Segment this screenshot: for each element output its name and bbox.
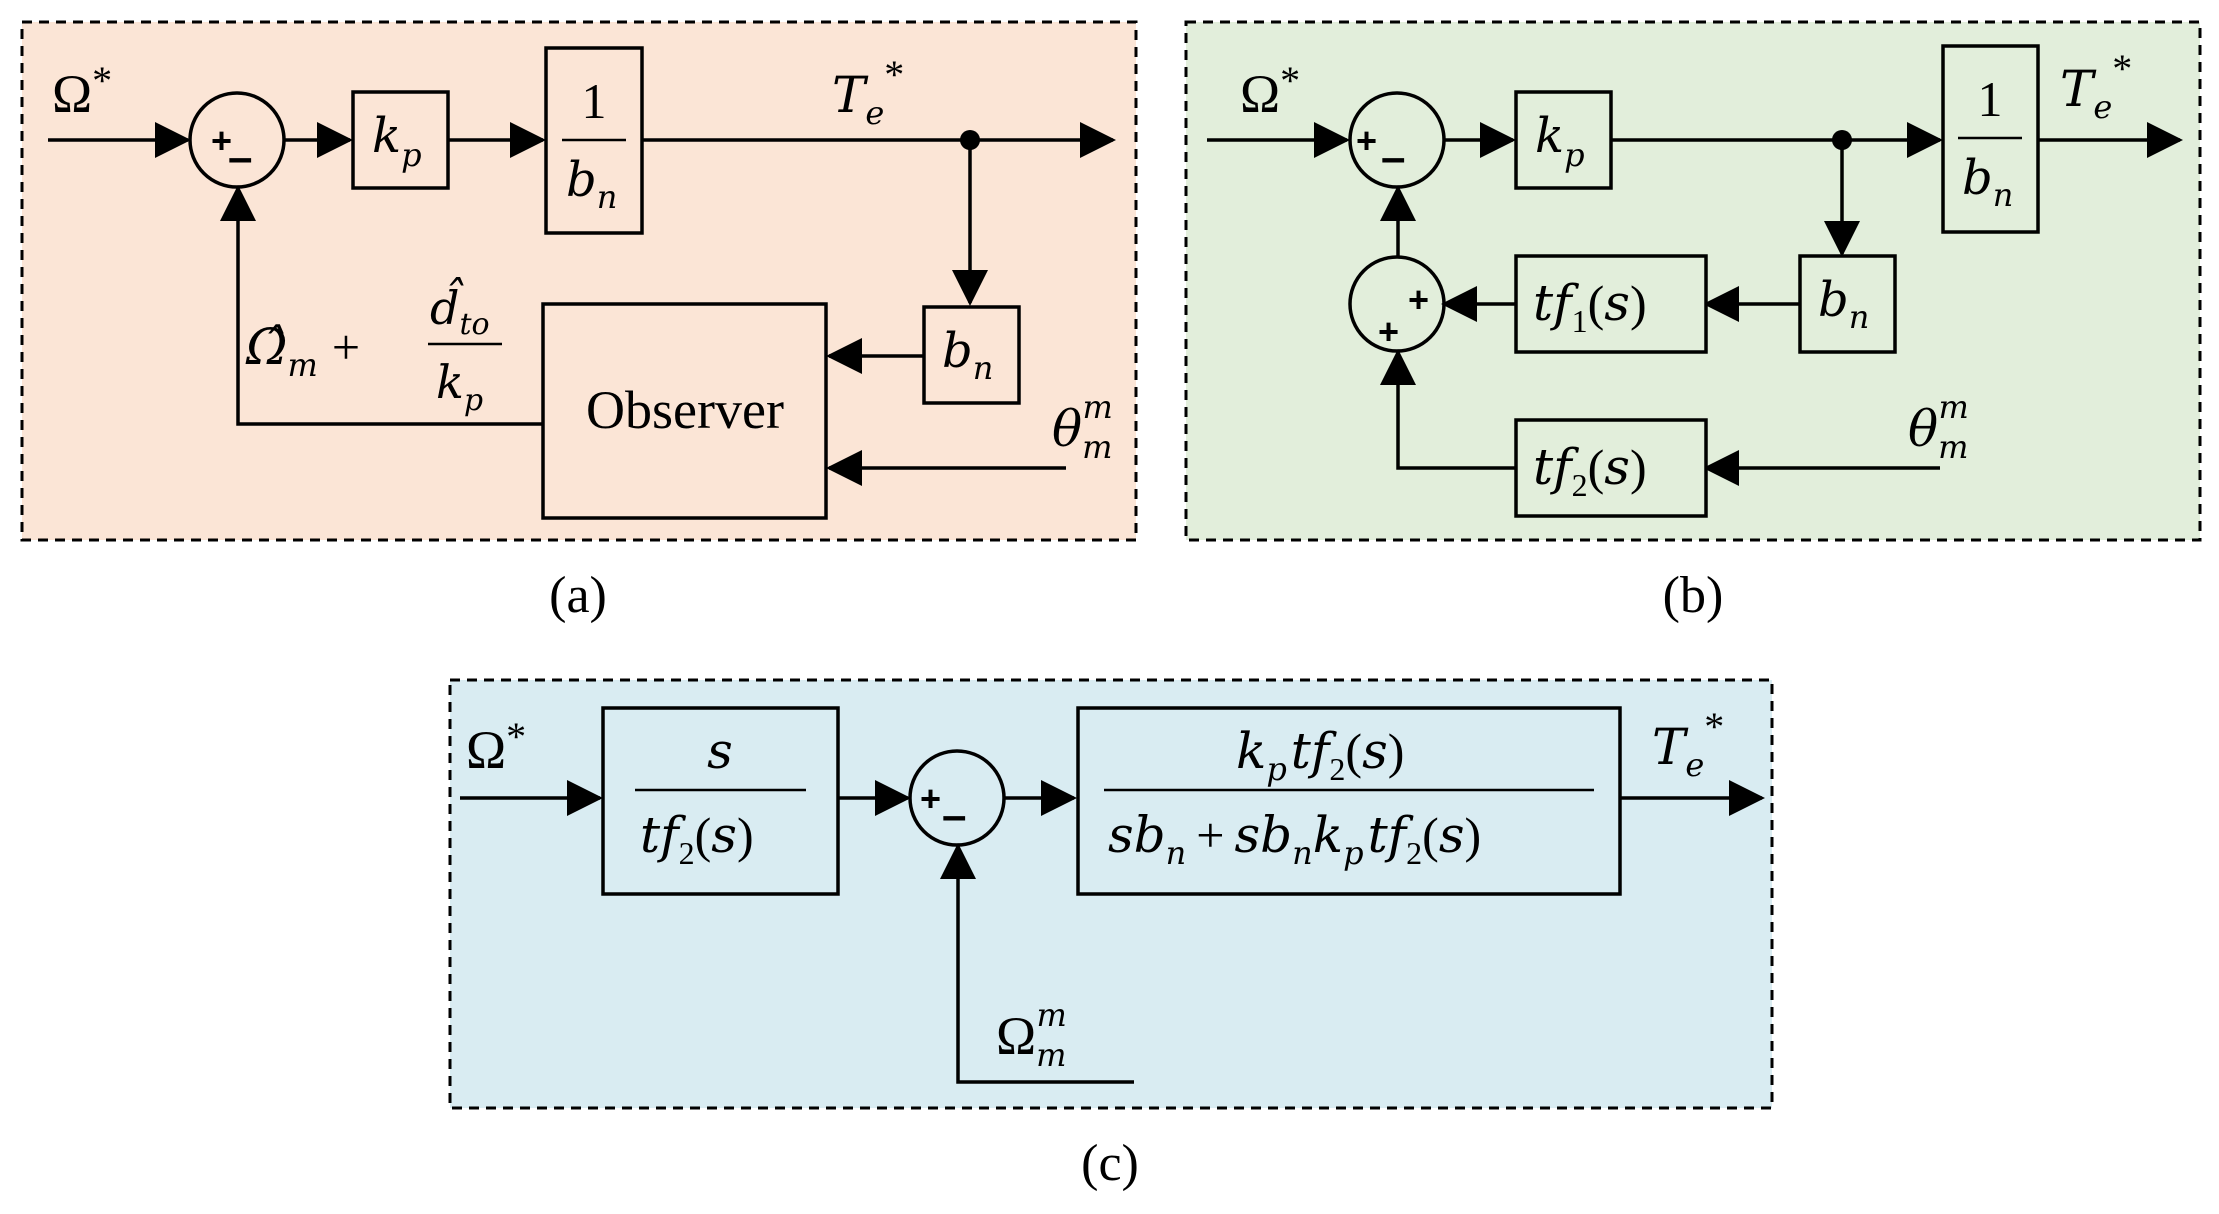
gain-a-label: kp — [372, 108, 422, 174]
tf1-block — [1514, 254, 1708, 354]
measured-angle-b: θmm — [1908, 388, 1969, 466]
observer-block — [541, 302, 828, 520]
summing-junction-b2 — [1348, 255, 1446, 353]
sum-c-minus: – — [942, 791, 966, 840]
feedback-expr-a: Ω̂m+ — [245, 318, 360, 384]
prefilter-block — [601, 706, 840, 896]
caption-a: (a) — [549, 567, 607, 624]
sum-b2-plus-right: + — [1408, 279, 1429, 320]
gain-block-b — [1514, 90, 1613, 190]
tf2-b-label: tf2(s) — [1533, 438, 1647, 503]
wire-c-feedback — [940, 843, 1134, 1084]
inv-b-bottom: bn — [1962, 150, 2013, 214]
input-label-a: Ω* — [52, 58, 112, 124]
bn-a-label: bn — [942, 323, 993, 387]
junction-a — [960, 130, 980, 150]
tf1-label: tf1(s) — [1533, 274, 1647, 339]
main-transfer-block — [1076, 706, 1622, 896]
bn-block-b — [1798, 254, 1897, 354]
sum-c-plus: + — [920, 778, 941, 819]
panel-a: + – kp 1 bn Te* bn Observer Ω* θmm Ω̂m+ … — [20, 20, 1138, 542]
panel-b: + – + + kp 1 bn Te* bn tf1(s) tf2(s) Ω* … — [1184, 20, 2202, 542]
output-label-a: Te* — [832, 52, 904, 132]
feedback-num-a: d̂to — [430, 276, 490, 342]
sum-a-minus: – — [228, 133, 252, 182]
main-num: kptf2(s) — [1236, 722, 1404, 788]
measured-angle-a: θmm — [1052, 388, 1113, 466]
sum-b2-plus-bottom: + — [1378, 311, 1399, 352]
panel-c: + – s tf2(s) kptf2(s) sbn+sbnkptf2(s) Te… — [448, 678, 1774, 1110]
output-label-b: Te* — [2060, 46, 2132, 126]
sum-a-plus: + — [211, 120, 232, 161]
summing-junction-a — [188, 91, 286, 189]
gain-block-a — [351, 90, 450, 190]
observer-label: Observer — [586, 380, 784, 440]
sum-b1-minus: – — [1381, 133, 1405, 182]
inv-a-bottom: bn — [566, 152, 617, 216]
feedback-den-a: kp — [436, 355, 483, 418]
inv-a-top: 1 — [582, 73, 607, 129]
inv-b-top: 1 — [1978, 71, 2003, 127]
tf2-block-b — [1514, 418, 1708, 518]
wire-a-feedback — [220, 185, 543, 426]
summing-junction-b1 — [1348, 91, 1446, 189]
main-den: sbn+sbnkptf2(s) — [1108, 806, 1481, 872]
caption-c: (c) — [1081, 1135, 1139, 1192]
input-label-b: Ω* — [1240, 58, 1300, 124]
gain-b-label: kp — [1535, 108, 1585, 174]
bn-block-a — [922, 305, 1021, 405]
prefilter-num: s — [707, 722, 733, 780]
bn-b-label: bn — [1818, 272, 1869, 336]
output-label-c: Te* — [1652, 704, 1724, 784]
prefilter-den: tf2(s) — [640, 806, 754, 871]
input-label-c: Ω* — [466, 714, 526, 780]
feedback-label-c: Ωmm — [996, 996, 1067, 1074]
summing-junction-c — [908, 749, 1006, 847]
caption-b: (b) — [1663, 567, 1724, 624]
sum-b1-plus: + — [1356, 120, 1377, 161]
junction-b — [1832, 130, 1852, 150]
